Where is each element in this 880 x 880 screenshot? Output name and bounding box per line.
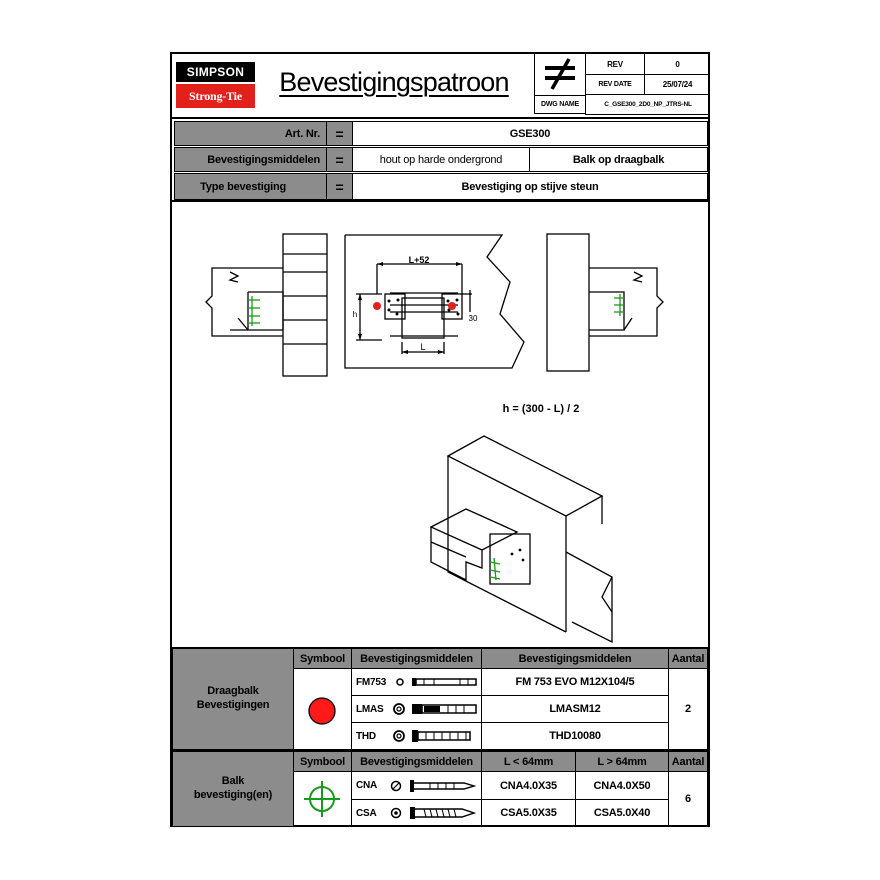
sleeve-anchor-icon xyxy=(393,703,477,715)
ring-nail-icon xyxy=(390,780,477,792)
table2-header-lt64: L < 64mm xyxy=(481,751,576,772)
table1-row-fm753: FM753 xyxy=(351,668,482,696)
fm753-code: FM753 xyxy=(356,676,387,688)
table2-csa-lt64: CSA5.0X35 xyxy=(481,799,576,827)
bracket-holes xyxy=(358,262,525,562)
table1-header-aantal: Aantal xyxy=(668,648,708,669)
nail-marks xyxy=(248,294,624,581)
dim-l-plus-52: L+52 xyxy=(409,255,430,265)
table1-product-lmas: LMASM12 xyxy=(481,695,669,723)
thd-code: THD xyxy=(356,730,376,742)
brand-logo: SIMPSON Strong-Tie xyxy=(176,62,255,108)
red-circle-icon xyxy=(308,697,336,725)
brand-line-2: Strong-Tie xyxy=(176,84,255,108)
table1-header-symbool: Symbool xyxy=(293,648,352,669)
cna-code: CNA xyxy=(356,780,378,791)
dim-h: h xyxy=(353,310,357,319)
red-circle-symbol xyxy=(308,697,336,725)
table2-header-symbool: Symbool xyxy=(293,751,352,772)
dim-l: L xyxy=(420,342,425,352)
anchor-marker-left xyxy=(373,302,381,310)
anchor-bolt-icon xyxy=(396,678,477,686)
table2-header-gt64: L > 64mm xyxy=(575,751,669,772)
anchor-markers xyxy=(373,302,456,310)
art-value: GSE300 xyxy=(352,121,708,146)
not-equal-icon-svg xyxy=(545,58,575,90)
table1-group-cell: Draagbalk Bevestigingen xyxy=(172,648,294,750)
table2-cna-gt64: CNA4.0X50 xyxy=(575,771,669,800)
nail-group-iso xyxy=(489,557,501,581)
table2-row-csa: CSA xyxy=(351,799,482,827)
document-sheet: SIMPSON Strong-Tie Bevestigingspatroon D… xyxy=(170,52,710,827)
anchor-marker-right xyxy=(448,302,456,310)
fastener-equals: = xyxy=(326,147,353,172)
table1-symbol-cell xyxy=(293,668,352,750)
crosshair-symbol xyxy=(304,781,340,817)
table1-product-thd: THD10080 xyxy=(481,722,669,750)
table1-row-thd: THD xyxy=(351,722,482,750)
front-view xyxy=(344,234,525,369)
table2-group-line-1: Balk xyxy=(221,775,245,787)
dim-30: 30 xyxy=(469,314,478,323)
page-title: Bevestigingspatroon xyxy=(279,66,509,97)
rev-date-value: 25/07/24 xyxy=(644,74,710,95)
divider xyxy=(172,749,708,751)
lmas-code: LMAS xyxy=(356,703,384,715)
type-value: Bevestiging op stijve steun xyxy=(352,173,708,200)
concrete-screw-icon xyxy=(393,730,471,742)
art-label: Art. Nr. xyxy=(174,121,327,146)
table2-symbol-cell xyxy=(293,771,352,827)
dwg-name-value: C_GSE300_2D0_NP_JTRS-NL xyxy=(585,94,710,115)
fastener-label: Bevestigingsmiddelen xyxy=(174,147,327,172)
type-equals: = xyxy=(326,173,353,200)
rev-value: 0 xyxy=(644,54,710,75)
right-side-view xyxy=(546,233,664,372)
csa-code: CSA xyxy=(356,807,377,819)
height-formula: h = (300 - L) / 2 xyxy=(503,403,580,415)
rev-date-label: REV DATE xyxy=(585,74,645,95)
technical-drawing: L+52 h 30 L h = (300 - L) / 2 xyxy=(205,233,664,644)
fastener-value-1: hout op harde ondergrond xyxy=(352,147,530,172)
table1-group-line-1: Draagbalk xyxy=(207,685,259,697)
divider xyxy=(172,200,708,202)
table1-group-line-2: Bevestigingen xyxy=(196,699,270,711)
table1-product-fm753: FM 753 EVO M12X104/5 xyxy=(481,668,669,696)
brand-line-1: SIMPSON xyxy=(176,62,255,82)
crosshair-icon xyxy=(304,781,340,817)
not-equal-icon: DWG NAME xyxy=(534,54,586,114)
dwg-name-label: DWG NAME xyxy=(535,95,585,113)
table2-cna-lt64: CNA4.0X35 xyxy=(481,771,576,800)
isometric-view xyxy=(429,435,613,644)
table1-aantal: 2 xyxy=(668,668,708,750)
table2-row-cna: CNA xyxy=(351,771,482,800)
nail-group-left xyxy=(248,296,260,326)
table2-header-aantal: Aantal xyxy=(668,751,708,772)
nail-group-right xyxy=(614,294,624,316)
table1-header-middelen: Bevestigingsmiddelen xyxy=(351,648,482,669)
fastener-value-2: Balk op draagbalk xyxy=(529,147,708,172)
rev-label: REV xyxy=(585,54,645,75)
wood-screw-icon xyxy=(390,807,477,819)
table2-header-middelen: Bevestigingsmiddelen xyxy=(351,751,482,772)
left-side-view xyxy=(205,233,328,377)
type-label: Type bevestiging xyxy=(174,173,327,200)
table2-csa-gt64: CSA5.0X40 xyxy=(575,799,669,827)
table2-group-cell: Balk bevestiging(en) xyxy=(172,751,294,827)
art-equals: = xyxy=(326,121,353,146)
table2-group-line-2: bevestiging(en) xyxy=(193,789,273,801)
table1-row-lmas: LMAS xyxy=(351,695,482,723)
divider xyxy=(172,117,708,119)
table2-aantal: 6 xyxy=(668,771,708,827)
table1-header-middelen-2: Bevestigingsmiddelen xyxy=(481,648,669,669)
